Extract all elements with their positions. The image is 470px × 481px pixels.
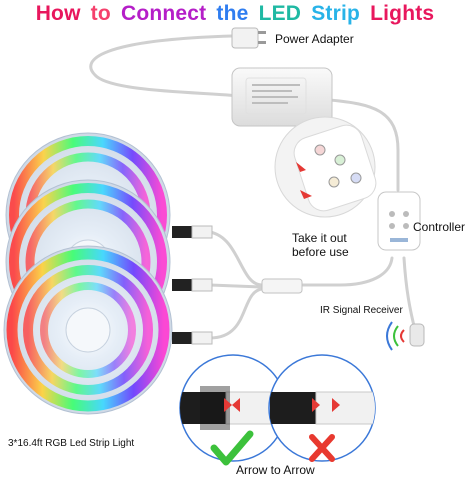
title-word: Lights bbox=[370, 2, 435, 25]
plug-icon bbox=[231, 27, 266, 49]
take-out-label-line1: Take it out bbox=[292, 231, 347, 245]
wires bbox=[89, 34, 417, 340]
cross-mark-icon bbox=[309, 434, 335, 462]
arrow-to-arrow-label: Arrow to Arrow bbox=[236, 463, 315, 477]
connector-icon bbox=[261, 278, 303, 294]
page-title: How to Connect the LED Strip Lights bbox=[0, 2, 470, 26]
wrong-connection-zoom bbox=[268, 354, 376, 462]
ir-receiver-icon bbox=[386, 321, 425, 351]
title-word: Strip bbox=[311, 2, 361, 25]
remote-arrow-icon bbox=[296, 162, 312, 199]
title-word: the bbox=[216, 2, 249, 25]
strip-light-label: 3*16.4ft RGB Led Strip Light bbox=[8, 438, 135, 449]
remote-control-icon bbox=[274, 116, 377, 218]
led-reel-icon bbox=[3, 245, 173, 415]
controller-label: Controller bbox=[413, 220, 466, 234]
ir-receiver-label: IR Signal Receiver bbox=[320, 305, 403, 316]
controller-box-icon bbox=[377, 191, 421, 251]
title-word: to bbox=[90, 2, 111, 25]
take-out-label-line2: before use bbox=[292, 245, 349, 259]
check-mark-icon bbox=[210, 430, 254, 466]
power-adapter-label: Power Adapter bbox=[275, 32, 354, 46]
title-word: How bbox=[35, 2, 81, 25]
title-word: Connect bbox=[120, 2, 207, 25]
connector-icon bbox=[172, 225, 213, 239]
correct-connection-zoom bbox=[179, 354, 287, 462]
title-word: LED bbox=[258, 2, 302, 25]
connector-icon bbox=[172, 331, 213, 345]
power-adapter-icon bbox=[231, 67, 333, 127]
connector-icon bbox=[172, 278, 213, 292]
